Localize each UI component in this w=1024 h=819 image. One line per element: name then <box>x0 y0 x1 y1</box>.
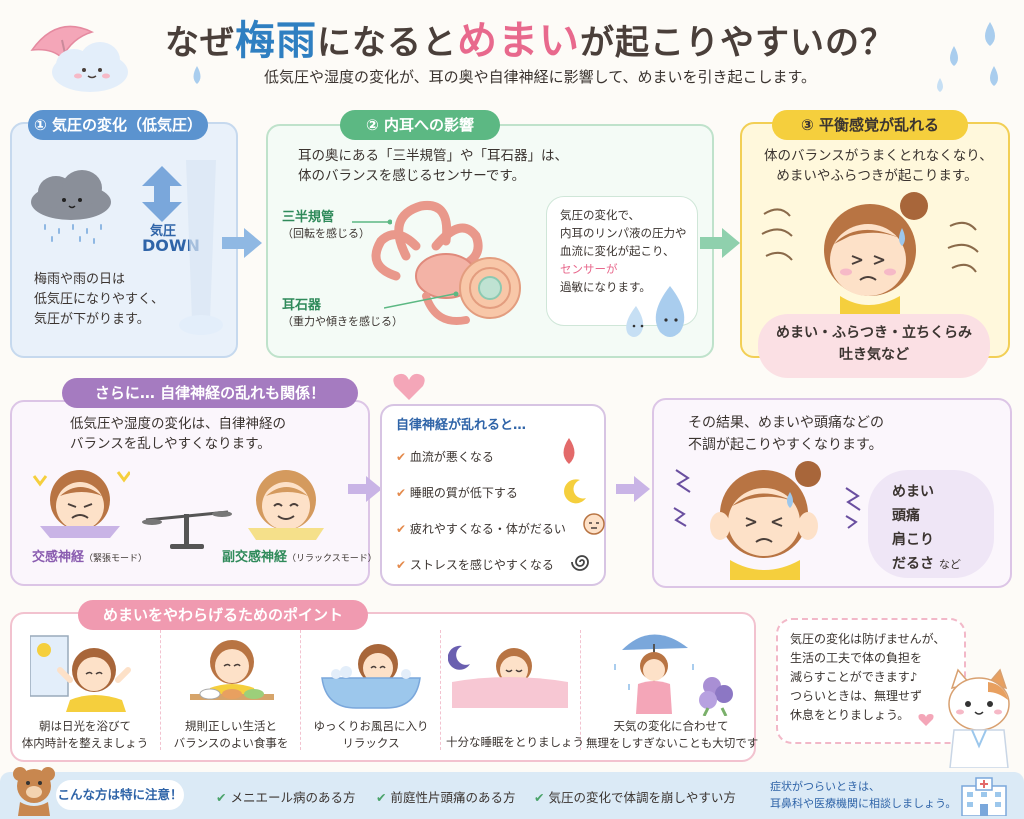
cloud-icon <box>26 168 116 246</box>
tip-umbrella-illustration <box>608 624 748 717</box>
inner-ear-illustration <box>366 196 536 336</box>
flow-arrow-3-icon <box>348 474 382 504</box>
page-subtitle: 低気圧や湿度の変化が、耳の奥や自律神経に影響して、めまいを引き起こします。 <box>263 68 816 86</box>
tip-bath-illustration <box>316 634 426 712</box>
section-autonomic-intro: 低気圧や湿度の変化は、自律神経の バランスを乱しやすくなります。 <box>70 416 286 452</box>
effect-item: ✔ 疲れやすくなる・体がだるい <box>396 522 566 536</box>
page-title: なぜ梅雨になるとめまいが起こりやすいの？ <box>165 18 895 64</box>
section-inner-ear-intro: 耳の奥にある「三半規管」や「耳石器」は、 体のバランスを感じるセンサーです。 <box>298 148 568 184</box>
effect-item: ✔ ストレスを感じやすくなる <box>396 558 554 572</box>
pointer-line-2 <box>383 290 464 310</box>
tense-child-illustration <box>30 466 132 542</box>
advice-note <box>776 618 966 744</box>
spiral-icon <box>570 550 594 574</box>
water-drop-character-icon <box>620 284 700 344</box>
speech-bubble-text: 気圧の変化で、 内耳のリンパ液の圧力や 血流に変化が起こり、 センサーが 過敏に… <box>560 208 687 294</box>
pressure-label: 気圧 <box>150 224 177 239</box>
sympathetic-nerve-label: 交感神経（緊張モード） <box>32 550 148 565</box>
symptoms-cloud-2 <box>868 470 994 578</box>
downward-wind-illustration <box>176 160 226 340</box>
headache-girl-illustration <box>690 456 840 580</box>
section-balance-label: ③ 平衡感覚が乱れる <box>772 110 968 140</box>
effect-item: ✔ 睡眠の質が低下する <box>396 486 518 500</box>
check-icon: ✔ <box>396 450 407 464</box>
parasympathetic-nerve-label: 副交感神経（リラックスモード） <box>222 550 377 565</box>
check-icon: ✔ <box>216 790 227 805</box>
advice-note-text: 気圧の変化は防げませんが、 生活の工夫で体の負担を 減らすことができます♪ つら… <box>790 632 946 722</box>
heart-icon <box>392 372 426 402</box>
section-pressure-body: 梅雨や雨の日は 低気圧になりやすく、 気圧が下がります。 <box>34 272 165 327</box>
check-icon: ✔ <box>396 558 407 572</box>
relaxed-child-illustration <box>236 466 336 542</box>
blood-drop-icon <box>558 438 580 466</box>
dizzy-swirl-left-icon <box>760 204 796 274</box>
heart-icon-small <box>918 712 934 726</box>
pointer-line-1 <box>352 212 393 225</box>
tip-sleep-illustration <box>447 632 572 712</box>
pressure-value: DOWN <box>142 236 200 255</box>
section-balance-intro: 体のバランスがうまくとれなくなり、 めまいやふらつきが起こります。 <box>764 148 993 184</box>
check-icon: ✔ <box>396 486 407 500</box>
section-pressure-label: ① 気圧の変化（低気圧） <box>28 110 208 140</box>
balance-scale-icon <box>142 496 232 552</box>
pressure-down-arrow-icon <box>140 166 184 222</box>
consult-advice: 症状がつらいときは、 耳鼻科や医療機関に相談しましょう。 <box>770 780 957 810</box>
tip-caption: 朝は日光を浴びて体内時計を整えましょう <box>21 719 149 750</box>
caution-item: ✔ 気圧の変化で体調を崩しやすい方 <box>534 790 736 805</box>
tip-meal-illustration <box>180 632 284 712</box>
part-semicircular-canals: 三半規管 （回転を感じる） <box>282 210 370 240</box>
header-umbrella-illustration <box>12 10 132 100</box>
tip-sunlight-illustration <box>29 630 140 712</box>
flow-arrow-1-icon <box>222 226 262 260</box>
autonomic-effects-title: 自律神経が乱れると… <box>396 418 527 433</box>
section-autonomic-label: さらに… 自律神経の乱れも関係！ <box>62 378 358 408</box>
check-icon: ✔ <box>534 790 545 805</box>
caution-item: ✔ 前庭性片頭痛のある方 <box>376 790 516 805</box>
bear-icon <box>10 764 58 816</box>
tip-caption: 十分な睡眠をとりましょう <box>446 735 584 749</box>
tip-caption: ゆっくりお風呂に入りリラックス <box>313 719 429 750</box>
caution-label: こんな方は特に注意！ <box>56 780 184 810</box>
dizzy-swirl-right-icon <box>946 218 982 278</box>
flow-arrow-4-icon <box>616 474 650 504</box>
dizzy-girl-illustration <box>790 188 950 314</box>
tired-face-icon <box>582 512 606 536</box>
symptoms-cloud <box>758 314 990 378</box>
pain-lightning-icon-right <box>842 486 864 536</box>
tips-label: めまいをやわらげるためのポイント <box>78 600 368 630</box>
section-inner-ear-label: ② 内耳への影響 <box>340 110 500 140</box>
check-icon: ✔ <box>376 790 387 805</box>
doctor-cat-icon <box>938 668 1020 769</box>
part-otolith: 耳石器 （重力や傾きを感じる） <box>282 298 403 328</box>
raindrop-icon <box>930 18 1010 98</box>
moon-icon <box>562 478 588 504</box>
raindrop-icon-small <box>190 66 204 86</box>
symptoms-text: めまい・ふらつき・立ちくらみ 吐き気など <box>776 325 972 363</box>
tip-caption: 規則正しい生活とバランスのよい食事を <box>173 719 289 750</box>
caution-item: ✔ メニエール病のある方 <box>216 790 356 805</box>
pain-lightning-icon <box>672 468 694 528</box>
flow-arrow-2-icon <box>700 226 740 260</box>
effect-item: ✔ 血流が悪くなる <box>396 450 494 464</box>
result-symptoms-list: めまい 頭痛 肩こり だるさ など <box>892 484 961 572</box>
check-icon: ✔ <box>396 522 407 536</box>
section-result-intro: その結果、めまいや頭痛などの 不調が起こりやすくなります。 <box>688 415 884 453</box>
hospital-icon <box>956 776 1012 817</box>
tip-caption: 天気の変化に合わせて無理をしすぎないことも大切です <box>586 719 759 750</box>
